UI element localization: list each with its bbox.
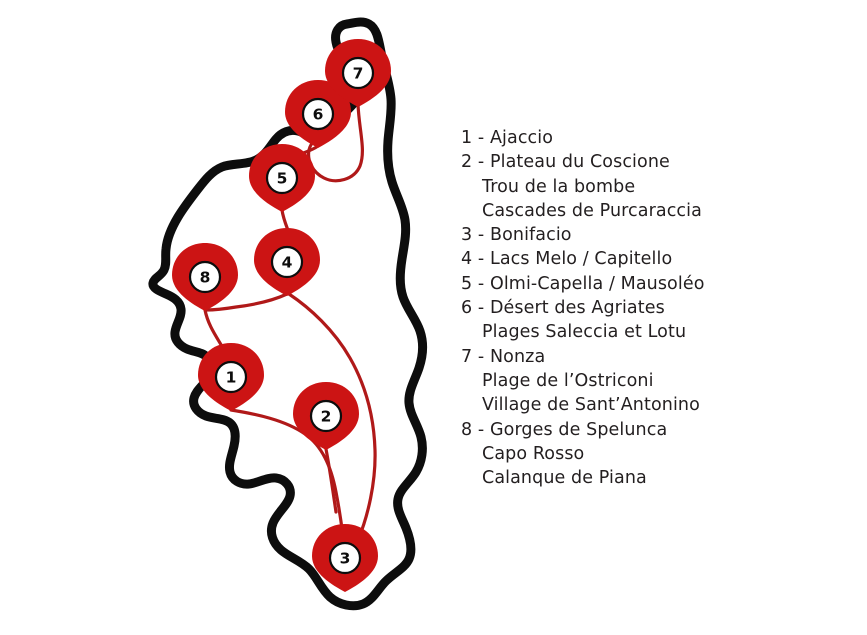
marker-label: 5 <box>277 170 288 188</box>
marker-label: 6 <box>313 106 324 124</box>
marker-label: 8 <box>200 269 211 287</box>
marker-4[interactable]: 4 <box>254 228 320 296</box>
route-segment-2-3 <box>324 447 338 514</box>
marker-label: 1 <box>226 369 237 387</box>
legend-line: Calanque de Piana <box>482 468 647 489</box>
marker-label: 7 <box>353 65 364 83</box>
legend-line: 3 - Bonifacio <box>461 225 572 246</box>
marker-badge <box>188 260 222 294</box>
map-markers-group[interactable]: 8 5 6 7 <box>172 39 391 592</box>
marker-2[interactable]: 2 <box>293 382 359 450</box>
map-canvas[interactable]: 8 5 6 7 <box>0 0 460 635</box>
marker-badge <box>301 97 335 131</box>
marker-5[interactable]: 5 <box>249 144 315 212</box>
legend-line: Cascades de Purcaraccia <box>482 200 702 221</box>
legend-line: 1 - Ajaccio <box>461 128 554 148</box>
marker-6[interactable]: 6 <box>285 80 351 148</box>
marker-label: 4 <box>282 254 293 272</box>
marker-badge <box>265 161 299 195</box>
marker-8[interactable]: 8 <box>172 243 238 311</box>
corsica-map-svg[interactable]: 8 5 6 7 <box>0 0 460 635</box>
legend-line: 2 - Plateau du Coscione <box>461 152 670 173</box>
legend-line: Plages Saleccia et Lotu <box>482 322 687 343</box>
legend-line: Capo Rosso <box>482 443 585 464</box>
legend-line: Trou de la bombe <box>482 176 636 197</box>
marker-badge <box>270 245 304 279</box>
legend-line: 6 - Désert des Agriates <box>461 298 665 319</box>
legend-line: 5 - Olmi-Capella / Mausoléo <box>461 273 705 294</box>
corsica-coastline-path <box>148 17 427 611</box>
legend-line: 7 - Nonza <box>461 346 546 367</box>
legend-line: 4 - Lacs Melo / Capitello <box>461 249 673 270</box>
marker-badge <box>328 541 362 575</box>
legend-line: Village de Sant’Antonino <box>482 395 700 416</box>
marker-badge <box>341 56 375 90</box>
marker-3[interactable]: 3 <box>312 524 378 592</box>
marker-1[interactable]: 1 <box>198 343 264 411</box>
legend: 1 - Ajaccio 2 - Plateau du Coscione Trou… <box>461 126 861 490</box>
marker-label: 2 <box>321 408 332 426</box>
route-segment-4-8 <box>204 292 289 312</box>
marker-label: 3 <box>340 550 351 568</box>
legend-line: Plage de l’Ostriconi <box>482 370 654 391</box>
legend-line: 8 - Gorges de Spelunca <box>461 419 668 440</box>
marker-7[interactable]: 7 <box>325 39 391 107</box>
route-segment-7-6 <box>306 102 364 183</box>
marker-badge <box>309 399 343 433</box>
marker-badge <box>214 360 248 394</box>
